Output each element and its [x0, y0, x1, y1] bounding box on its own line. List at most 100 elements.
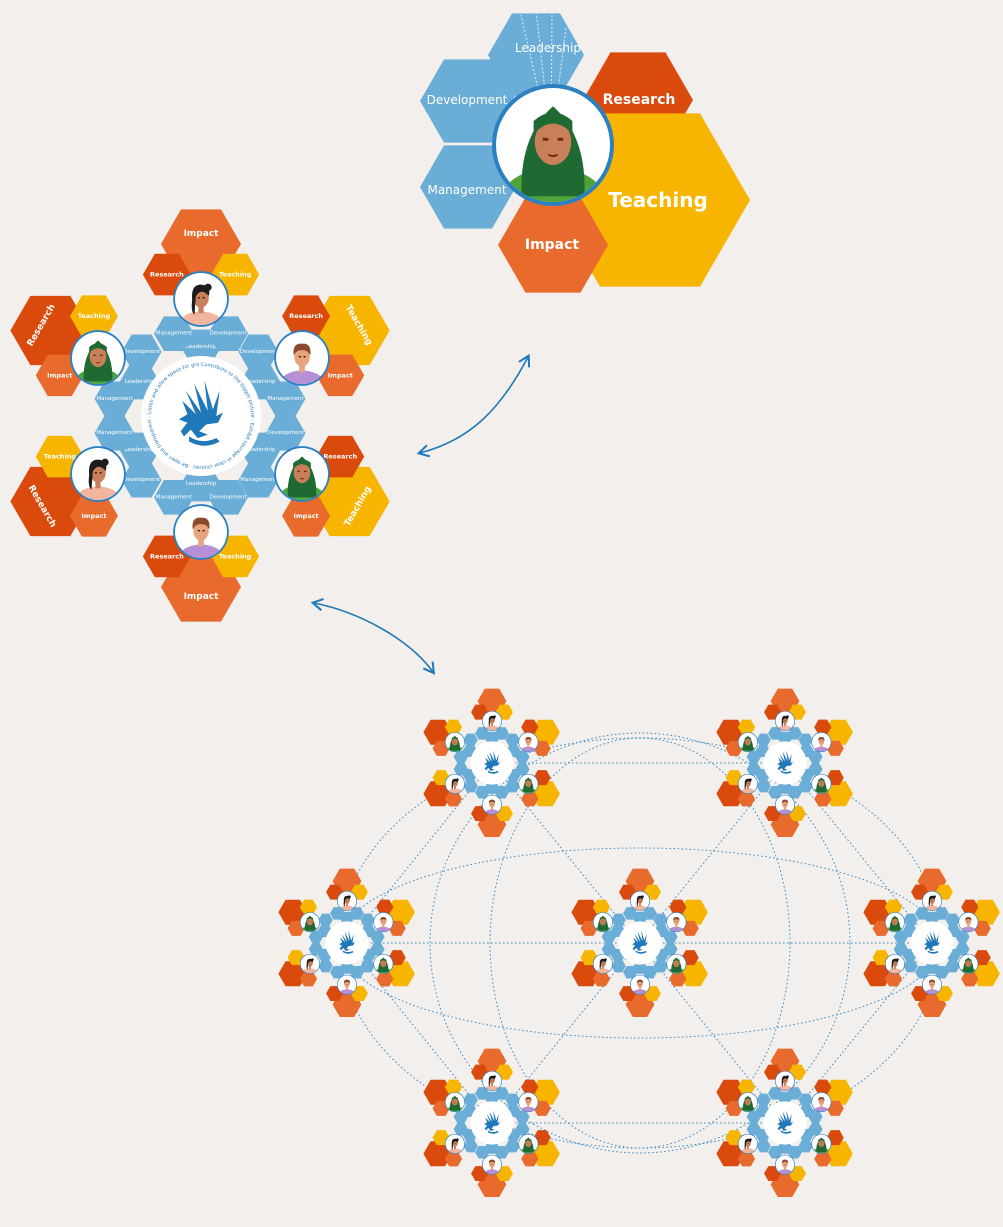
team-blue-label: Management	[267, 396, 304, 402]
team-blue-hex	[370, 930, 385, 944]
team-small-hex	[521, 719, 539, 735]
team-small-label: Teaching	[219, 271, 252, 279]
team-blue-hex	[746, 1110, 762, 1124]
team-blue-label: Leadership	[245, 379, 276, 385]
team-large-hex	[531, 719, 560, 745]
team-small-label: Impact	[328, 371, 353, 379]
team-blue-hex	[663, 942, 678, 956]
woman-dark-hair-avatar	[444, 1133, 465, 1154]
team-blue-hex	[505, 1093, 520, 1107]
team-large-hex	[971, 899, 1000, 925]
team-blue-hex	[370, 942, 385, 956]
network-link	[346, 942, 493, 1124]
man-curly-hair-avatar	[629, 974, 651, 995]
woman-dark-hair-avatar	[884, 953, 905, 974]
team-large-hex	[423, 781, 453, 807]
man-curly-hair-avatar	[774, 1154, 796, 1175]
team-large-hex	[971, 961, 1000, 987]
team-small-label: Teaching	[44, 453, 77, 461]
team-blue-hex	[475, 727, 490, 740]
team-blue-hex	[515, 762, 530, 776]
team-small-hex	[884, 971, 903, 987]
team-blue-hex	[494, 727, 509, 740]
team-small-hex	[737, 1151, 756, 1167]
woman-dark-hair-avatar	[737, 773, 758, 794]
team-blue-label: Management	[156, 331, 193, 337]
team-small-hex	[814, 1079, 832, 1095]
team-small-label: Teaching	[219, 552, 252, 560]
team-large-hex	[278, 961, 308, 987]
man-curly-hair-avatar	[481, 1154, 503, 1175]
team-large-hex	[10, 466, 91, 537]
team-blue-hex	[663, 930, 678, 944]
team-blue-hex	[308, 930, 324, 944]
team-blue-hex	[463, 779, 478, 793]
team-blue-hex	[208, 480, 249, 515]
team-blue-hex	[505, 1139, 520, 1153]
team-small-label: Impact	[293, 512, 318, 520]
team-blue-hex	[601, 942, 617, 956]
team-blue-hex	[808, 762, 823, 776]
hijab-woman-avatar	[592, 912, 613, 933]
team-small-hex	[814, 791, 832, 807]
team-small-label: Research	[150, 271, 184, 279]
individual-profile-diagram: LeadershipDevelopmentManagementResearchT…	[420, 9, 750, 293]
team-blue-hex	[756, 1093, 771, 1107]
team-blue-hex	[945, 913, 960, 927]
development-label: Development	[427, 93, 508, 107]
hijab-woman-avatar	[274, 446, 330, 502]
team-blue-hex	[611, 913, 626, 927]
development-hex	[420, 59, 516, 143]
team-large-hex	[423, 719, 453, 745]
team-small-hex	[737, 791, 756, 807]
team-large-hex	[571, 961, 601, 987]
woman-dark-hair-avatar	[629, 890, 651, 911]
team-small-hex	[961, 899, 979, 915]
team-blue-hex	[893, 942, 909, 956]
team-blue-hex	[153, 316, 194, 351]
team-blue-hex	[238, 462, 279, 498]
team-small-hex	[669, 899, 687, 915]
network-link	[346, 762, 493, 944]
woman-dark-hair-avatar	[70, 446, 126, 502]
man-curly-hair-avatar	[336, 974, 358, 995]
woman-dark-hair-avatar	[444, 773, 465, 794]
team-small-label: Research	[289, 312, 323, 320]
team-small-hex	[961, 971, 979, 987]
team-blue-hex	[121, 334, 162, 370]
team-blue-hex	[768, 786, 783, 799]
team-blue-hex	[238, 334, 279, 370]
team-blue-hex	[903, 959, 918, 973]
hijab-woman-avatar	[737, 1092, 758, 1113]
team-blue-label: Leadership	[186, 481, 217, 487]
arrow-profile-team	[416, 353, 531, 458]
team-large-hex	[309, 295, 390, 366]
team-cluster-mini	[716, 688, 853, 838]
team-blue-hex	[494, 786, 509, 799]
team-blue-label: Development	[240, 349, 278, 355]
team-large-hex	[278, 899, 308, 925]
team-large-hex	[423, 1079, 453, 1105]
hijab-woman-avatar	[811, 1133, 832, 1154]
team-small-hex	[737, 719, 756, 735]
network-orbit	[489, 737, 791, 1149]
team-blue-hex	[746, 1122, 762, 1136]
woman-dark-hair-avatar	[737, 1133, 758, 1154]
hijab-woman-avatar	[299, 912, 320, 933]
team-blue-label: Management	[96, 430, 133, 436]
team-cluster-mini	[571, 868, 708, 1018]
team-blue-hex	[349, 966, 364, 979]
team-large-hex	[309, 466, 390, 537]
woman-dark-hair-avatar	[481, 1070, 503, 1091]
hijab-woman-avatar	[492, 84, 614, 206]
team-large-hex	[824, 781, 853, 807]
team-blue-hex	[934, 907, 949, 920]
team-blue-hex	[349, 907, 364, 920]
griffin-logo	[178, 380, 224, 446]
team-blue-label: Development	[123, 477, 161, 483]
team-large-hex	[716, 719, 746, 745]
team-blue-hex	[798, 733, 813, 747]
team-blue-label: Development	[267, 430, 305, 436]
team-small-label: Research	[150, 552, 184, 560]
